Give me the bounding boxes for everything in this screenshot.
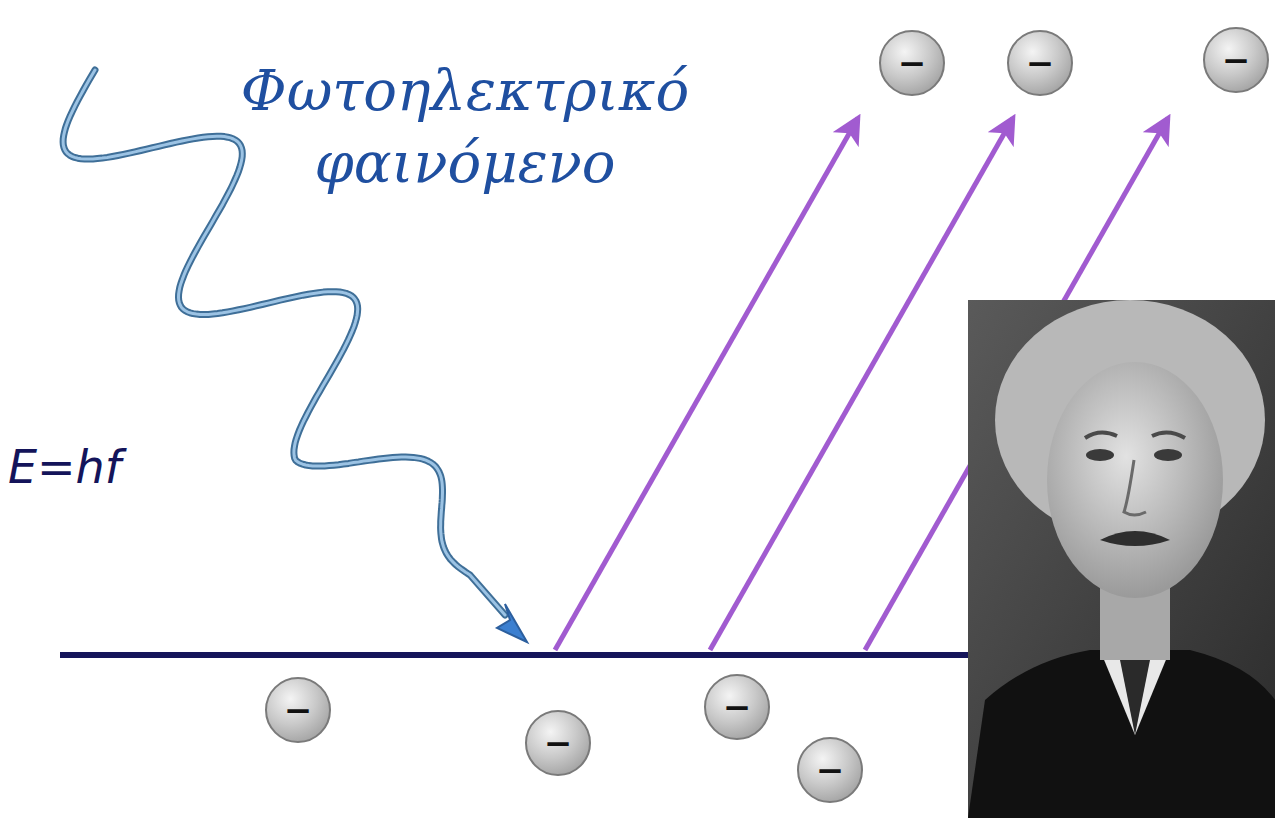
charge-sign: − <box>1026 46 1055 80</box>
diagram-title: Φωτοηλεκτρικό φαινόμενο <box>205 55 725 199</box>
electron: − <box>1007 30 1073 96</box>
electron: − <box>1203 27 1269 93</box>
charge-sign: − <box>544 726 573 760</box>
charge-sign: − <box>284 693 313 727</box>
electron-path <box>710 118 1013 650</box>
metal-surface <box>60 652 985 658</box>
charge-sign: − <box>1222 43 1251 77</box>
electron: − <box>525 710 591 776</box>
electron-path <box>555 118 858 650</box>
electron: − <box>704 674 770 740</box>
wave-arrow-head <box>497 604 527 642</box>
electron: − <box>797 737 863 803</box>
charge-sign: − <box>723 690 752 724</box>
charge-sign: − <box>898 46 927 80</box>
electron: − <box>879 30 945 96</box>
formula-label: E=hf <box>4 440 125 494</box>
charge-sign: − <box>816 753 845 787</box>
einstein-portrait <box>968 300 1275 818</box>
electron: − <box>265 677 331 743</box>
